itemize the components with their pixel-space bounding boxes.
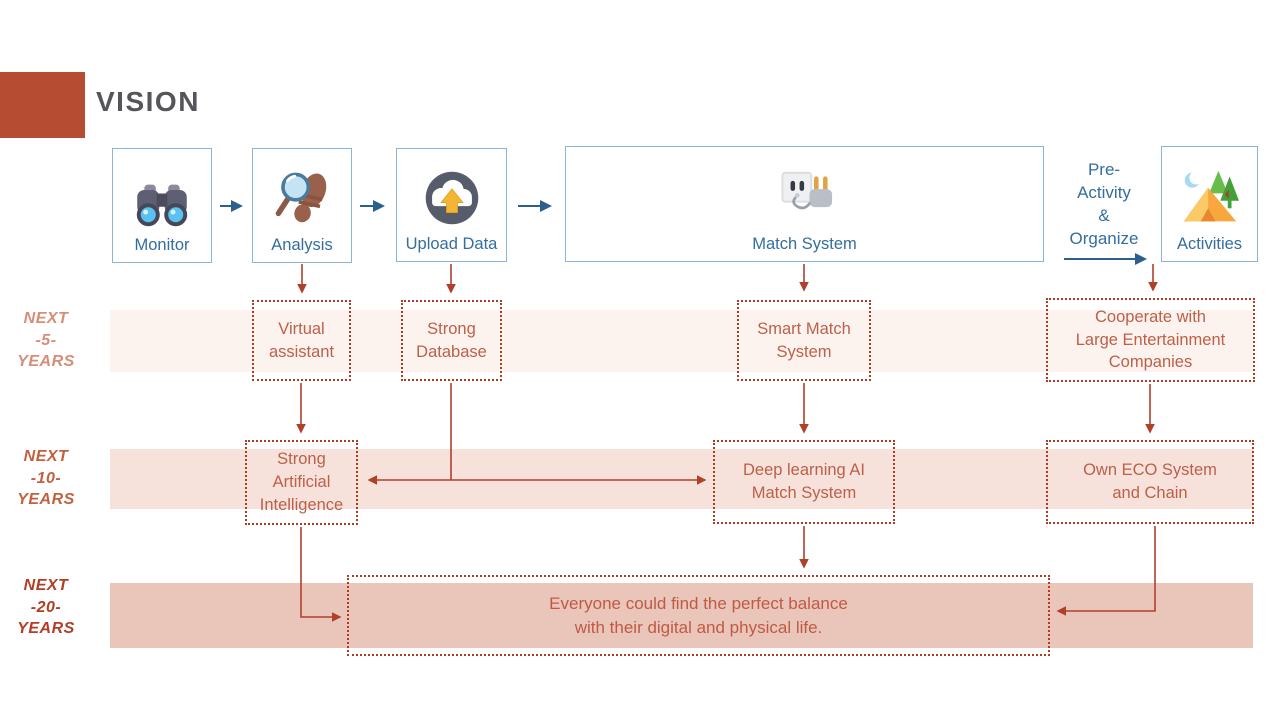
- flow-box-label: Upload Data: [405, 235, 498, 253]
- goal-box-cooperate-entertainment: Cooperate with Large Entertainment Compa…: [1046, 298, 1255, 382]
- timeline-label-next-20-years: NEXT -20- YEARS: [17, 577, 75, 637]
- goal-box-strong-artificial-intelligence: Strong Artificial Intelligence: [245, 440, 358, 525]
- binoculars-icon: [133, 182, 191, 233]
- timeline-label-next-5-years: NEXT -5- YEARS: [17, 310, 75, 370]
- flow-box-match-system: Match System: [565, 146, 1044, 262]
- cloud-upload-icon: [423, 169, 481, 232]
- camping-icon: [1180, 169, 1240, 232]
- goal-box-deep-learning-ai-match-system: Deep learning AI Match System: [713, 440, 895, 524]
- flow-box-label: Match System: [752, 235, 857, 253]
- flow-box-analysis: Analysis: [252, 148, 352, 263]
- connector-label-pre-activity-organize: Pre- Activity & Organize: [1069, 160, 1139, 248]
- flow-box-monitor: Monitor: [112, 148, 212, 263]
- band-next-5-years: [110, 310, 1253, 372]
- goal-box-perfect-balance: Everyone could find the perfect balance …: [347, 575, 1050, 656]
- goal-box-own-eco-system-and-chain: Own ECO System and Chain: [1046, 440, 1254, 524]
- flow-box-label: Monitor: [134, 236, 190, 254]
- timeline-label-next-10-years: NEXT -10- YEARS: [17, 448, 75, 508]
- goal-box-virtual-assistant: Virtual assistant: [252, 300, 351, 381]
- accent-square: [0, 72, 85, 138]
- footprint-magnifier-icon: [273, 168, 331, 233]
- goal-box-strong-database: Strong Database: [401, 300, 502, 381]
- plug-socket-icon: [775, 171, 835, 232]
- flow-box-label: Activities: [1176, 235, 1243, 253]
- page-title: VISION: [96, 86, 200, 117]
- flow-box-upload-data: Upload Data: [396, 148, 507, 262]
- goal-box-smart-match-system: Smart Match System: [737, 300, 871, 381]
- flow-box-activities: Activities: [1161, 146, 1258, 262]
- flow-box-label: Analysis: [271, 236, 333, 254]
